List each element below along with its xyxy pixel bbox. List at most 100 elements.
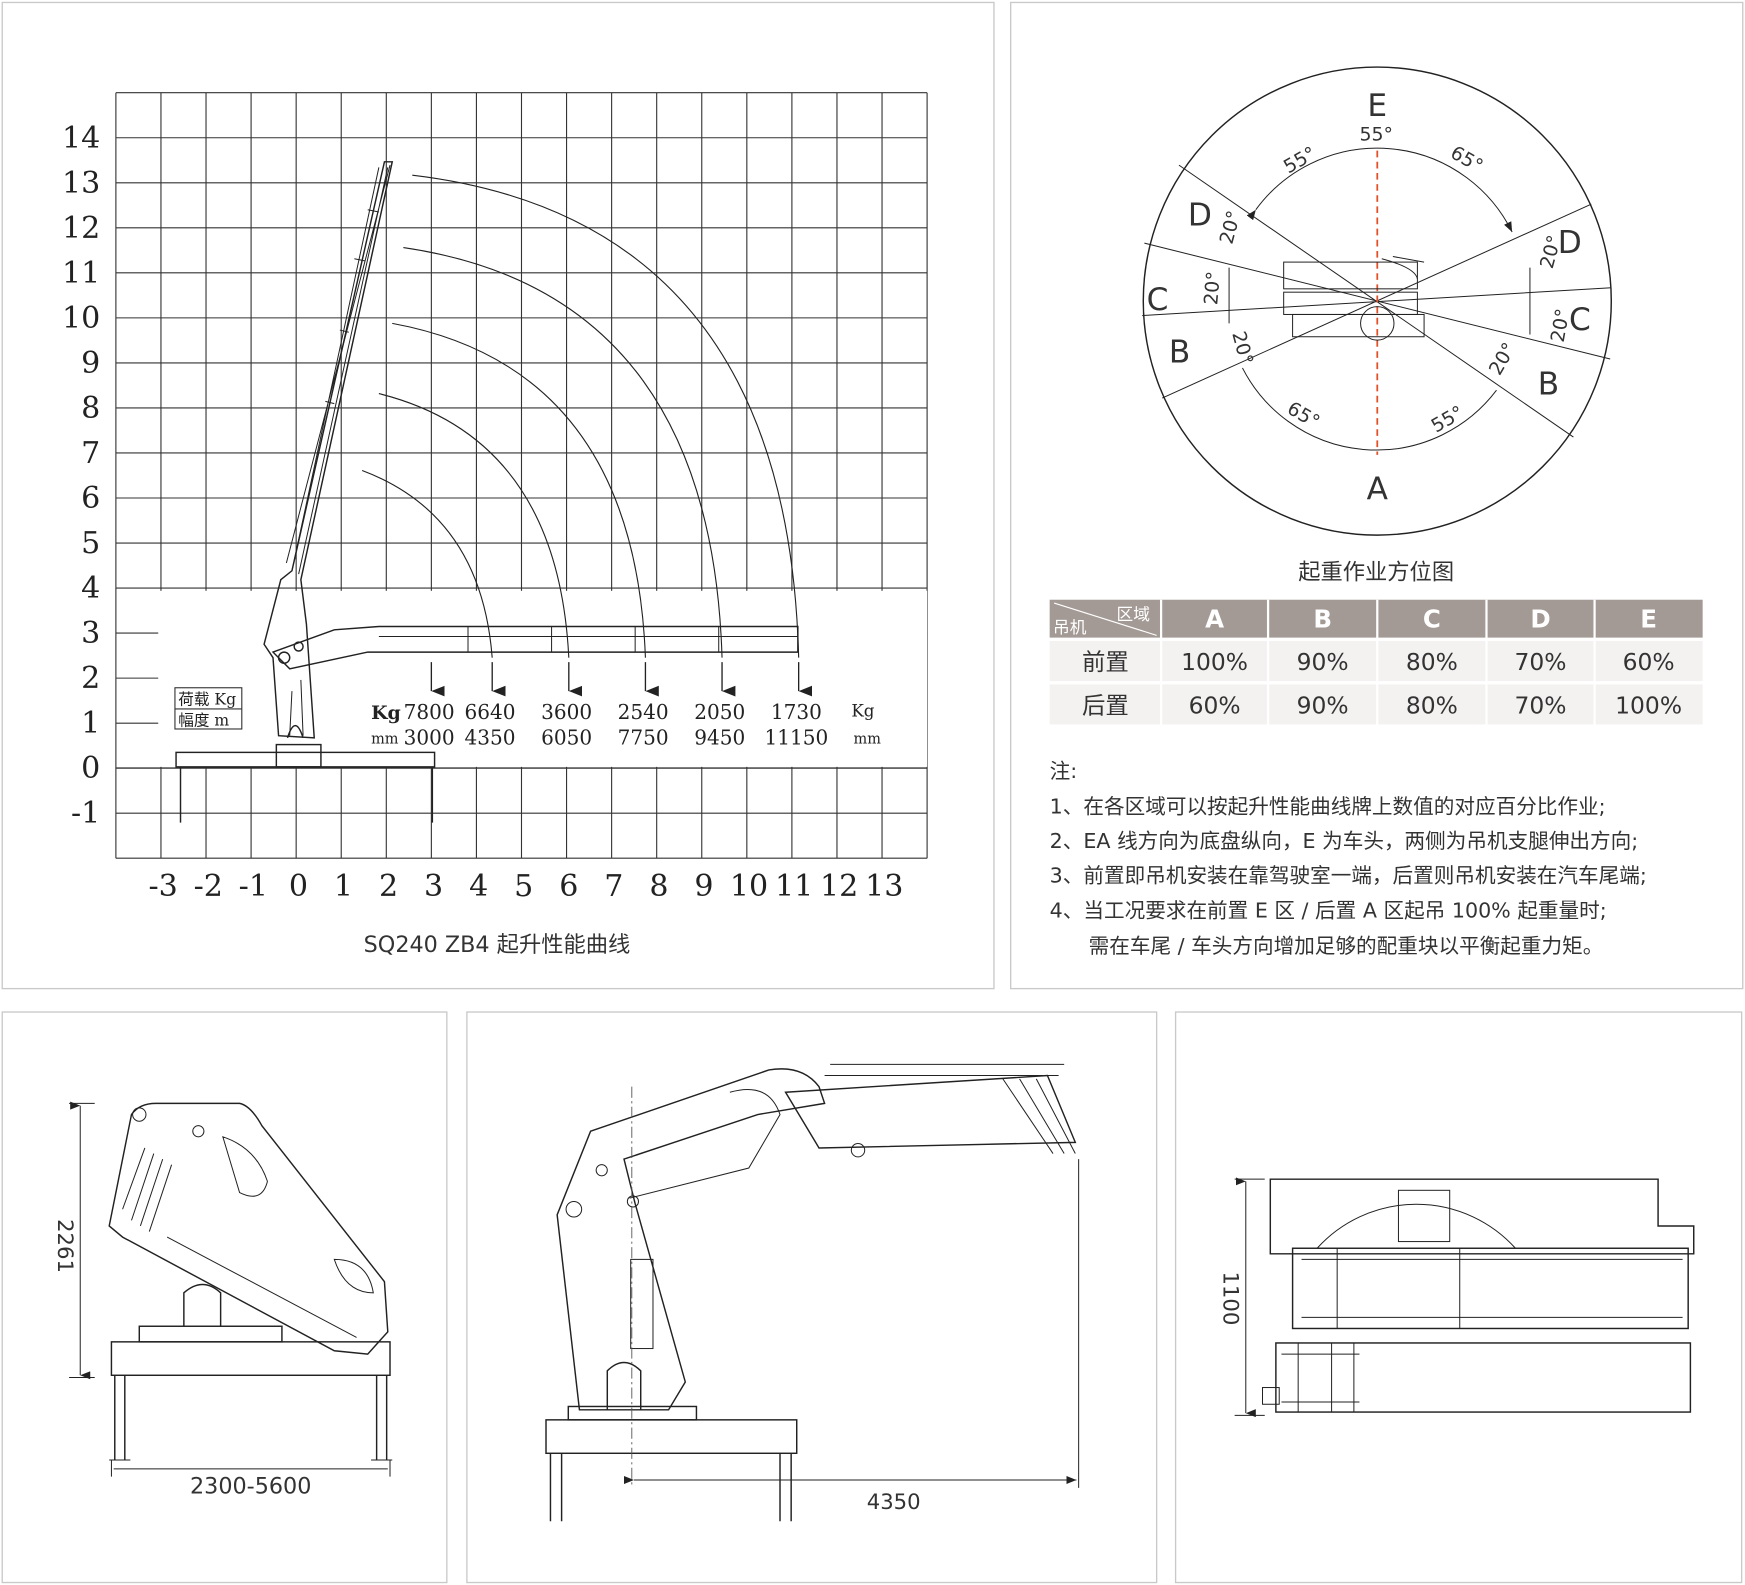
note-2: 2、EA 线方向为底盘纵向，E 为车头，两侧为吊机支腿伸出方向; — [1050, 829, 1639, 853]
load-value: 2540 — [618, 700, 669, 724]
x-tick-label: 10 — [730, 869, 768, 904]
zone-b-right: B — [1538, 367, 1559, 403]
y-tick-label: 8 — [81, 391, 100, 426]
table-header-c: C — [1423, 605, 1441, 634]
dimension-2300-5600: 2300-5600 — [190, 1473, 311, 1499]
table-row-label: 后置 — [1082, 691, 1129, 719]
zone-d-left: D — [1188, 197, 1212, 233]
y-tick-label: 0 — [81, 751, 100, 786]
table-header-b: B — [1313, 605, 1332, 634]
note-4-cont: 需在车尾 / 车头方向增加足够的配重块以平衡起重力矩。 — [1089, 934, 1604, 958]
load-value: 7800 — [404, 700, 455, 724]
radius-value: 6050 — [541, 726, 592, 750]
y-tick-label: 2 — [81, 661, 100, 696]
table-cell: 90% — [1297, 691, 1349, 719]
zone-b-left: B — [1169, 334, 1190, 370]
y-tick-label: 7 — [81, 436, 100, 471]
table-cell: 100% — [1615, 691, 1682, 719]
kg-label: Kg — [371, 702, 401, 724]
x-tick-label: 3 — [424, 869, 443, 904]
zone-e: E — [1367, 88, 1387, 124]
y-tick-label: 1 — [81, 706, 100, 741]
table-header-a: A — [1205, 605, 1224, 634]
top-view-drawing — [1262, 1178, 1695, 1413]
table-row-label: 前置 — [1082, 648, 1129, 676]
note-3: 3、前置即吊机安装在靠驾驶室一端，后置则吊机安装在汽车尾端; — [1050, 864, 1647, 888]
unfolded-front-view-drawing — [545, 1063, 1080, 1522]
table-cell: 90% — [1297, 648, 1349, 676]
table-cells: A B C D E 前置 100% 90% 80% 70% 60% 后置 60% 90% 80% 70% 100… — [1082, 599, 1682, 725]
x-tick-label: 9 — [694, 869, 713, 904]
y-tick-label: 3 — [81, 616, 100, 651]
load-curves — [361, 174, 800, 658]
table-corner-crane: 吊机 — [1053, 617, 1087, 637]
x-tick-label: -1 — [239, 869, 268, 904]
zone-c-right: C — [1569, 302, 1591, 338]
x-tick-label: 4 — [469, 869, 488, 904]
y-tick-label: 12 — [62, 211, 100, 246]
svg-text:20°: 20° — [1200, 270, 1225, 305]
y-tick-label: -1 — [71, 796, 100, 831]
chart-legend: 荷载 Kg 幅度 m — [174, 687, 243, 730]
radius-value: 3000 — [404, 726, 455, 750]
zone-d-right: D — [1558, 225, 1582, 261]
x-tick-label: 1 — [334, 869, 353, 904]
zone-c-left: C — [1147, 282, 1169, 318]
front-view-panel — [466, 1011, 1158, 1584]
table-cell: 100% — [1181, 648, 1248, 676]
y-tick-label: 13 — [62, 166, 100, 201]
x-tick-label: 5 — [514, 869, 533, 904]
y-tick-label: 11 — [62, 256, 100, 291]
orientation-diagram — [1142, 66, 1613, 536]
radius-value: 4350 — [464, 726, 515, 750]
note-4: 4、当工况要求在前置 E 区 / 后置 A 区起吊 100% 起重量时; — [1050, 898, 1607, 922]
load-curve — [361, 469, 493, 658]
table-cell: 80% — [1406, 691, 1458, 719]
top-view-panel — [1174, 1011, 1743, 1584]
x-tick-label: -2 — [194, 869, 223, 904]
table-cell: 80% — [1406, 648, 1458, 676]
crane-boom-drawing — [175, 161, 799, 823]
kg-label-right: Kg — [851, 701, 874, 721]
x-tick-label: 0 — [289, 869, 308, 904]
table-header-d: D — [1530, 605, 1550, 634]
x-tick-label: 6 — [559, 869, 578, 904]
table-cell: 70% — [1515, 648, 1567, 676]
zone-labels: E A D D C C B B — [1147, 88, 1591, 507]
zone-a: A — [1367, 471, 1389, 507]
x-tick-label: 7 — [604, 869, 623, 904]
x-tick-label: -3 — [149, 869, 178, 904]
legend-load: 荷载 Kg — [178, 690, 236, 708]
table-cell: 60% — [1623, 648, 1675, 676]
y-tick-label: 4 — [81, 571, 100, 606]
load-curve — [392, 322, 646, 658]
y-tick-label: 5 — [81, 526, 100, 561]
mm-label: mm — [371, 731, 399, 747]
orientation-title: 起重作业方位图 — [1298, 560, 1454, 586]
folded-side-view-drawing — [108, 1102, 393, 1461]
load-curve — [378, 393, 570, 658]
x-tick-label: 12 — [820, 869, 858, 904]
crane-top-view-small — [1283, 256, 1425, 341]
mm-label-right: mm — [854, 731, 882, 747]
load-value: 1730 — [771, 700, 822, 724]
svg-text:55°: 55° — [1359, 124, 1393, 146]
table-cell: 70% — [1515, 691, 1567, 719]
y-tick-label: 6 — [81, 481, 100, 516]
y-tick-label: 14 — [62, 121, 100, 156]
table-cell: 60% — [1189, 691, 1241, 719]
radius-value: 7750 — [618, 726, 669, 750]
load-curve — [403, 247, 723, 658]
x-tick-label: 8 — [649, 869, 668, 904]
notes-heading: 注: — [1050, 759, 1078, 783]
x-tick-label: 11 — [775, 869, 813, 904]
table-header-e: E — [1640, 605, 1657, 634]
radius-value: 9450 — [694, 726, 745, 750]
table-corner-zone: 区域 — [1117, 604, 1151, 624]
notes: 注: 1、在各区域可以按起升性能曲线牌上数值的对应百分比作业; 2、EA 线方向… — [1050, 759, 1647, 958]
load-curve — [412, 174, 800, 658]
x-tick-label: 13 — [865, 869, 903, 904]
